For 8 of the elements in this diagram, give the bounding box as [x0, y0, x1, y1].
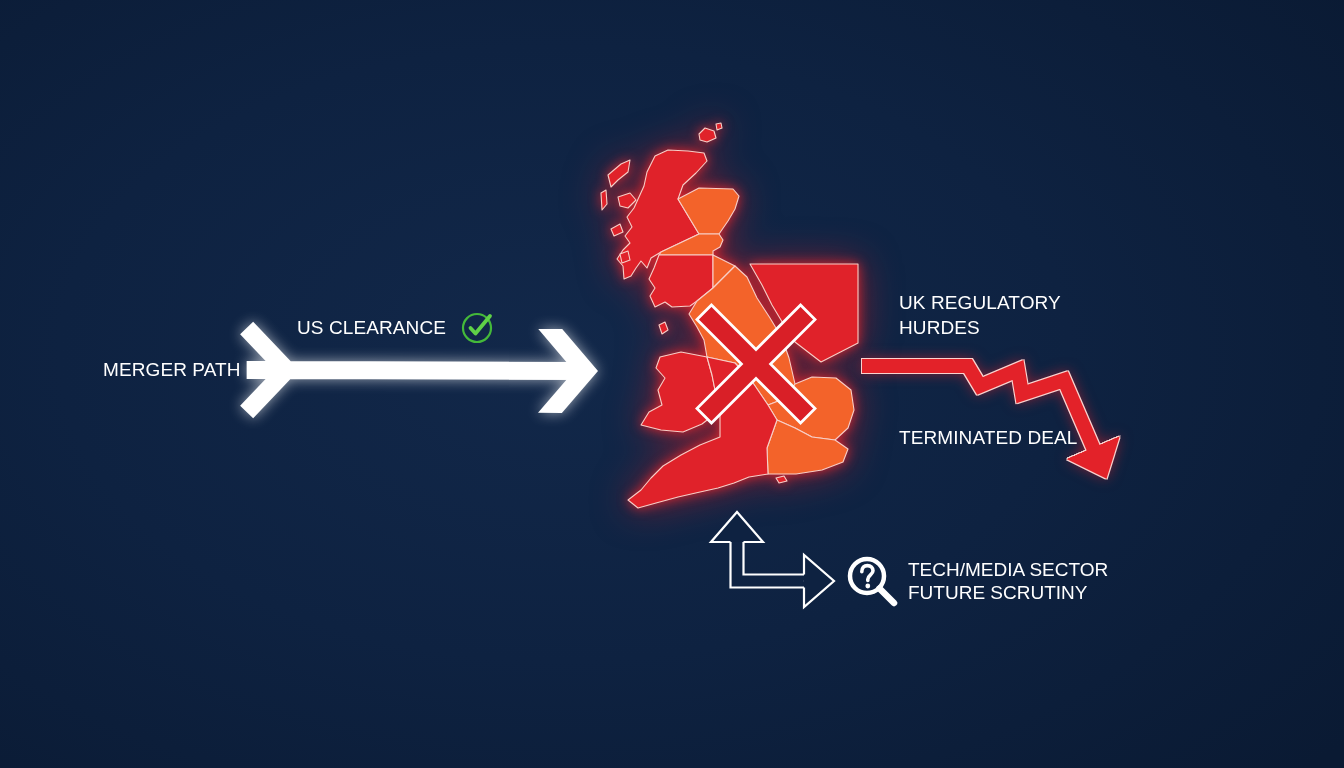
- text-label: TECH/MEDIA SECTOR FUTURE SCRUTINY: [908, 558, 1110, 604]
- text-label: TERMINATED DEAL: [899, 426, 1078, 450]
- double-arrow: [709, 510, 836, 609]
- edge-label: US CLEARANCE: [297, 316, 447, 340]
- text-label: MERGER PATH: [103, 358, 241, 382]
- zigzag-arrow: [862, 359, 1120, 479]
- arrow: [237, 319, 598, 421]
- text-label: UK REGULATORY HURDES: [899, 291, 1062, 340]
